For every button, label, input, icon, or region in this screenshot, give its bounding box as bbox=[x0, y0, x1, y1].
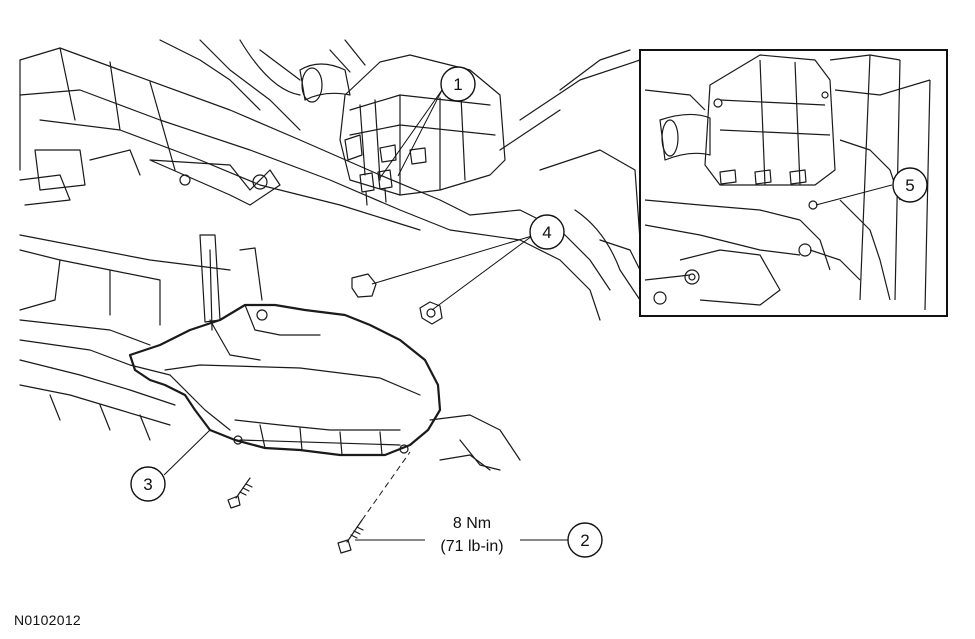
torque-metric: 8 Nm bbox=[453, 515, 491, 532]
callout-1-label: 1 bbox=[453, 75, 462, 94]
torque-spec: 8 Nm (71 lb-in) bbox=[440, 515, 503, 555]
callout-4: 4 bbox=[529, 214, 565, 250]
figure-id: N0102012 bbox=[14, 612, 82, 628]
callout-2-label: 2 bbox=[580, 531, 589, 550]
engine-bay-illustration bbox=[19, 39, 641, 554]
torque-imperial: (71 lb-in) bbox=[440, 538, 503, 555]
callout-1: 1 bbox=[440, 66, 476, 102]
callout-2: 2 bbox=[567, 522, 603, 558]
leader-lines bbox=[163, 89, 893, 541]
callout-3-label: 3 bbox=[143, 475, 152, 494]
headlamp-assembly-outline bbox=[128, 303, 442, 457]
callout-5: 5 bbox=[892, 167, 928, 203]
callout-3: 3 bbox=[130, 466, 166, 502]
callout-4-label: 4 bbox=[542, 223, 551, 242]
callout-5-label: 5 bbox=[905, 176, 914, 195]
install-path-dashed bbox=[361, 451, 411, 521]
